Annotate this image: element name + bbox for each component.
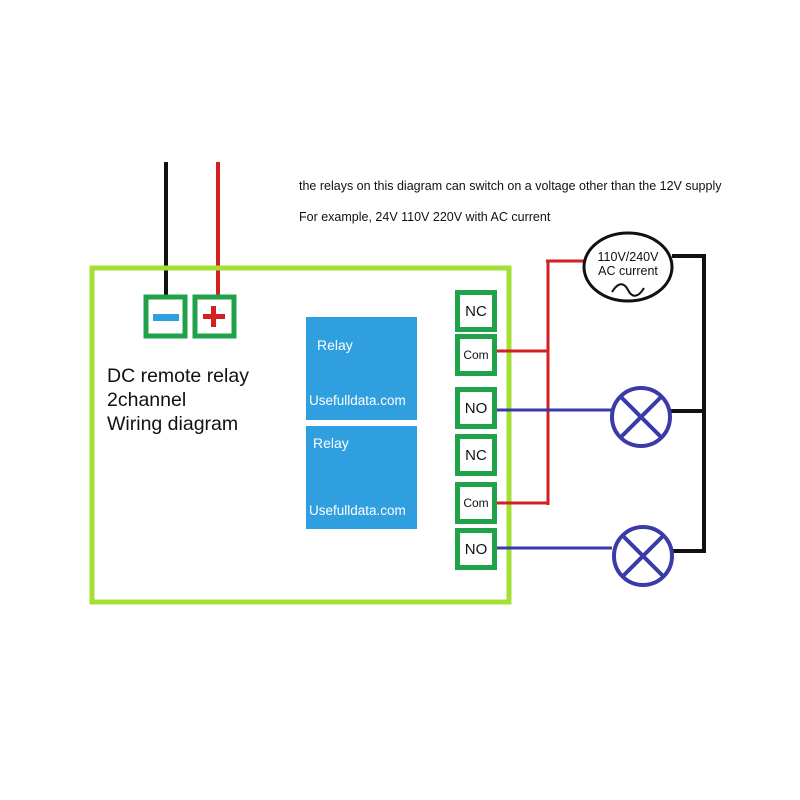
- lamp-1-icon: [610, 386, 672, 448]
- minus-icon: [153, 314, 179, 321]
- relay-board-outline: [89, 265, 512, 605]
- terminal-no-1: NO: [455, 387, 497, 429]
- terminal-nc-1: NC: [455, 290, 497, 332]
- lamp-2-icon: [612, 525, 674, 587]
- minus-terminal: [143, 294, 188, 339]
- board-title-line-2: 2channel: [107, 389, 187, 411]
- relay-1-label: Relay: [317, 337, 353, 353]
- board-title: DC remote relay 2channel Wiring diagram: [107, 364, 249, 436]
- ac-source-line-2: AC current: [598, 264, 658, 278]
- ac-wave-icon: [611, 283, 645, 297]
- relay-2-site: Usefulldata.com: [309, 503, 406, 518]
- plus-terminal: [192, 294, 237, 339]
- note-line-1: the relays on this diagram can switch on…: [299, 179, 722, 193]
- relay-2: Relay Usefulldata.com: [306, 426, 417, 529]
- board-title-line-1: DC remote relay: [107, 365, 249, 387]
- relay-1: Relay Usefulldata.com: [306, 317, 417, 420]
- board-title-line-3: Wiring diagram: [107, 413, 239, 435]
- ac-source-label: 110V/240V AC current: [584, 250, 672, 278]
- terminal-nc-2: NC: [455, 434, 497, 476]
- ac-source-line-1: 110V/240V: [597, 250, 659, 264]
- relay-2-label: Relay: [313, 435, 349, 451]
- ac-source-symbol: [582, 231, 674, 303]
- terminal-com-1: Com: [455, 334, 497, 376]
- note-line-2: For example, 24V 110V 220V with AC curre…: [299, 210, 551, 224]
- terminal-com-2: Com: [455, 482, 497, 524]
- relay-1-site: Usefulldata.com: [309, 393, 406, 408]
- plus-icon: [203, 306, 225, 327]
- terminal-no-2: NO: [455, 528, 497, 570]
